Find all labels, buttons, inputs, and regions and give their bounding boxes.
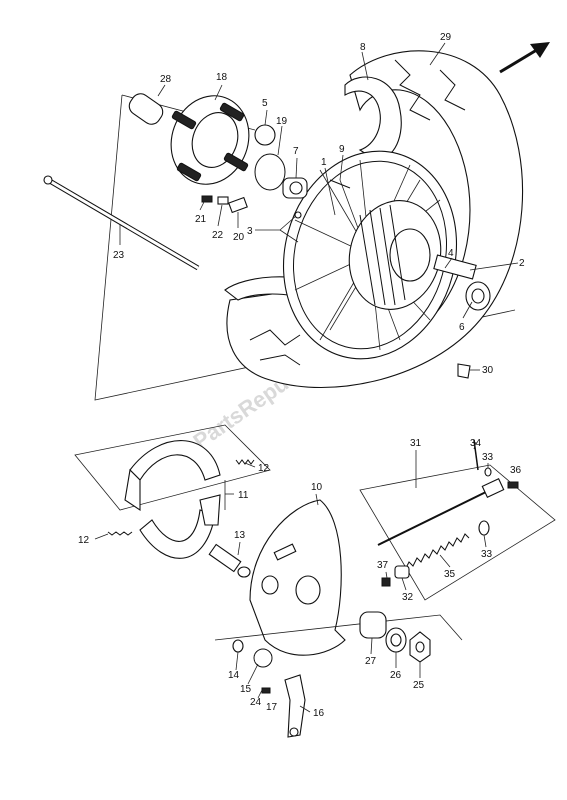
bearing-left: [282, 177, 308, 199]
label-32: 32: [402, 592, 414, 603]
brake-shoe-upper: [124, 440, 221, 512]
oil-seal: [385, 627, 407, 653]
shoe-spring-lower: [107, 531, 133, 536]
washer: [232, 639, 244, 653]
label-33-lower: 33: [481, 549, 493, 560]
label-10: 10: [311, 482, 323, 493]
o-ring: [254, 153, 286, 191]
clip: [457, 363, 471, 379]
label-4: 4: [448, 248, 454, 259]
hub-bolt: [201, 195, 213, 203]
label-28: 28: [160, 74, 172, 85]
label-30: 30: [482, 365, 494, 376]
brake-rod-spring: [404, 533, 470, 571]
rod-joint: [394, 565, 410, 579]
rod-washer: [478, 520, 490, 536]
label-22: 22: [212, 230, 224, 241]
label-17: 17: [266, 702, 278, 713]
brake-rod: [377, 439, 505, 546]
lock-nut: [381, 577, 391, 587]
shoe-spring-upper: [235, 459, 255, 465]
label-26: 26: [390, 670, 402, 681]
rim-band: [329, 179, 351, 189]
cotter-washer: [484, 467, 492, 477]
wheel-hub: [348, 200, 442, 310]
label-21: 21: [195, 214, 207, 225]
panel-group-outline: [214, 614, 463, 641]
bearing-right: [465, 281, 491, 311]
label-15: 15: [240, 684, 252, 695]
hub-cap: [254, 124, 276, 146]
brake-cam-lever: [284, 674, 306, 738]
label-37: 37: [377, 560, 389, 571]
brake-cam: [208, 543, 251, 578]
label-1: 1: [321, 157, 327, 168]
label-16: 16: [313, 708, 325, 719]
label-29: 29: [440, 32, 452, 43]
panel-spacer: [359, 611, 387, 639]
brake-shoe-lower: [139, 494, 221, 559]
label-18: 18: [216, 72, 228, 83]
label-3: 3: [247, 226, 253, 237]
label-14: 14: [228, 670, 240, 681]
label-11: 11: [238, 490, 249, 501]
label-25: 25: [413, 680, 425, 691]
leader-lines-upper: [119, 42, 519, 371]
return-spring: [253, 648, 273, 668]
rod-group-outline: [359, 464, 556, 601]
label-23: 23: [113, 250, 125, 261]
label-27: 27: [365, 656, 377, 667]
label-24: 24: [250, 697, 262, 708]
part-labels: 28 18 5 19 7 8 29 9 1 3 4 2 6 30 21 22 2…: [78, 32, 525, 719]
lock-plate: [228, 196, 248, 214]
label-35: 35: [444, 569, 456, 580]
axle-spacer: [433, 254, 477, 280]
lock-washer: [217, 196, 229, 205]
label-20: 20: [233, 232, 245, 243]
rod-pin: [507, 481, 519, 489]
front-arrow-icon: [499, 42, 550, 74]
brake-drum-hub: [170, 95, 250, 185]
label-2: 2: [519, 258, 525, 269]
label-5: 5: [262, 98, 268, 109]
label-6: 6: [459, 322, 465, 333]
label-9: 9: [339, 144, 345, 155]
rim-weight: [294, 211, 302, 219]
rear-axle: [43, 175, 200, 271]
axle-nut: [409, 631, 431, 663]
label-19: 19: [276, 116, 288, 127]
brake-panel: [249, 499, 346, 656]
hub-spacer: [128, 93, 164, 125]
shoe-group-outline: [74, 424, 271, 511]
leader-lines-lower: [94, 441, 489, 713]
label-33-upper: 33: [482, 452, 494, 463]
label-8: 8: [360, 42, 366, 53]
label-36: 36: [510, 465, 522, 476]
label-13: 13: [234, 530, 246, 541]
label-12-lower: 12: [78, 535, 90, 546]
label-31: 31: [410, 438, 422, 449]
label-12-upper: 12: [258, 463, 270, 474]
label-7: 7: [293, 146, 299, 157]
lever-bolt: [261, 687, 271, 694]
